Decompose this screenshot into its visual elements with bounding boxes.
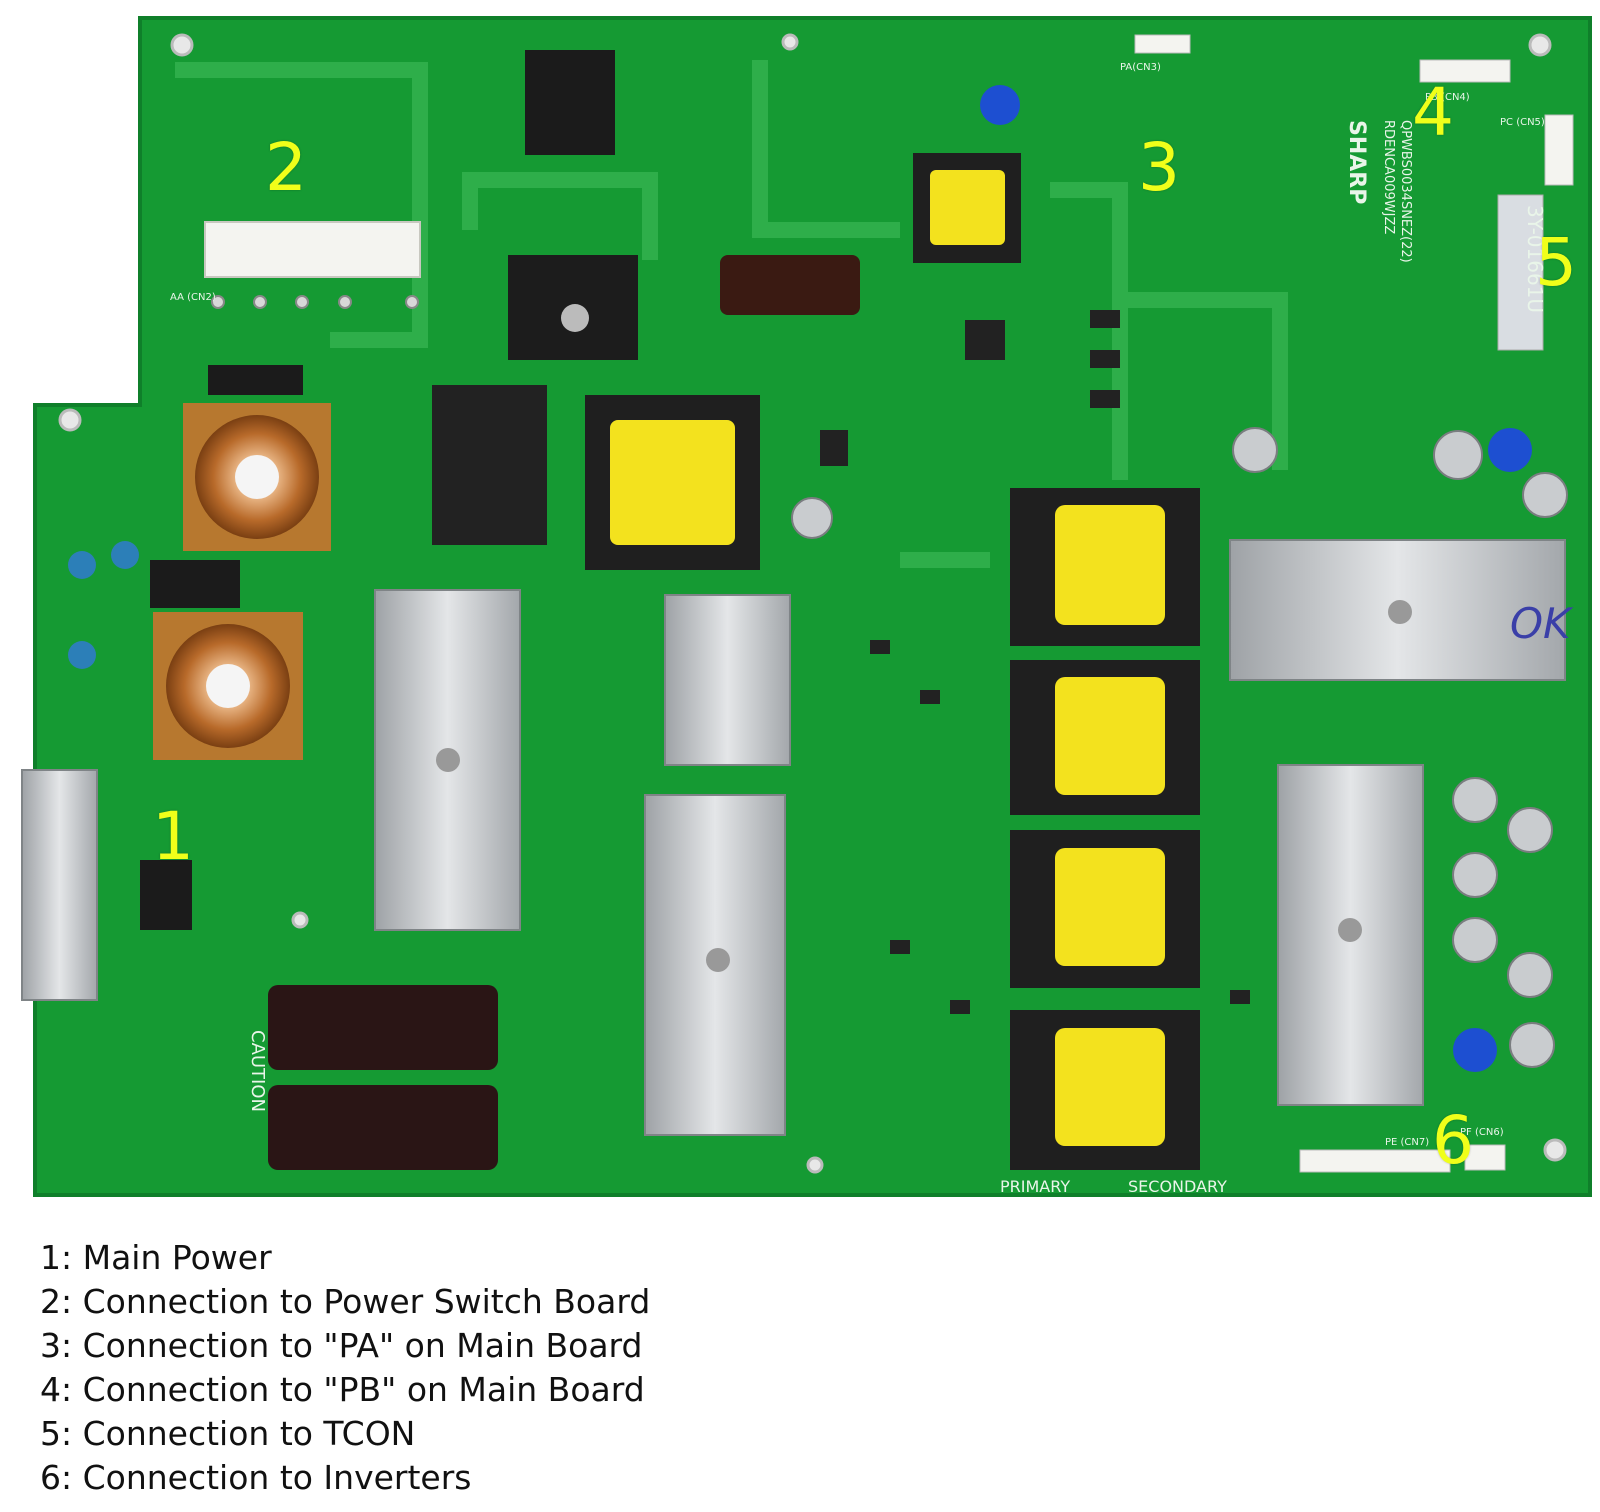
callout-1: 1: [152, 798, 194, 875]
connector-cn6: [1464, 1144, 1506, 1171]
transformer-main: [585, 395, 760, 570]
legend-item-inverters: 6: Connection to Inverters: [40, 1458, 472, 1497]
blue-capacitors: [980, 85, 1532, 1072]
connector-cn5: [1544, 114, 1574, 186]
silk-model-line1: RDENCA009WJZZ: [1381, 120, 1396, 234]
choke-l1: [153, 612, 303, 760]
legend-item-tcon: 5: Connection to TCON: [40, 1414, 416, 1453]
heatsinks: [21, 539, 1566, 1136]
silk-cn4: PB (CN4): [1425, 92, 1470, 103]
silk-brand: SHARP: [1344, 120, 1369, 204]
choke-l2: [183, 403, 331, 551]
callout-2: 2: [265, 129, 307, 206]
silk-primary: PRIMARY: [1000, 1177, 1070, 1196]
pcb-photo: 3Y-01661U PRIMARY SECONDARY SHARP RDENCA…: [21, 16, 1592, 1197]
legend-item-power-switch: 2: Connection to Power Switch Board: [40, 1282, 651, 1321]
connector-cn3: [1134, 34, 1191, 54]
silk-cn7: PE (CN7): [1385, 1137, 1429, 1148]
legend-item-pb: 4: Connection to "PB" on Main Board: [40, 1370, 645, 1409]
silk-model-line2: QPWBS0034SNEZ(22): [1398, 120, 1413, 263]
connector-cn4: [1419, 59, 1511, 83]
silk-caution: CAUTION: [247, 1030, 268, 1112]
mounting-holes: [58, 33, 1567, 1174]
marker-ok: OK: [1510, 599, 1574, 648]
silk-cn2: AA (CN2): [170, 292, 216, 303]
callout-4: 4: [1412, 74, 1454, 151]
silk-cn3: PA(CN3): [1120, 62, 1161, 73]
electrolytic-capacitors: [791, 427, 1568, 1068]
connector-cn7: [1299, 1149, 1451, 1173]
transformer-standby: [913, 153, 1021, 263]
smd-components: [820, 310, 1250, 1014]
silk-cn6: PF (CN6): [1460, 1127, 1504, 1138]
silk-secondary: SECONDARY: [1128, 1177, 1227, 1196]
relay: [525, 50, 615, 155]
connector-cn2: [204, 221, 421, 309]
legend-item-pa: 3: Connection to "PA" on Main Board: [40, 1326, 643, 1365]
part-sticker-text: 3Y-01661U: [1523, 205, 1547, 313]
bulk-capacitors: [268, 255, 860, 1170]
inverter-transformers: [1010, 488, 1200, 1170]
silk-cn5: PC (CN5): [1500, 117, 1545, 128]
legend: 1: Main Power 2: Connection to Power Swi…: [40, 1236, 650, 1500]
callout-3: 3: [1138, 129, 1180, 206]
callout-6: 6: [1432, 1102, 1474, 1179]
pcb-traces: [175, 60, 1288, 568]
callout-5: 5: [1535, 224, 1577, 301]
legend-item-main-power: 1: Main Power: [40, 1238, 272, 1277]
part-number-sticker: 3Y-01661U: [1497, 194, 1547, 351]
film-capacitor: [432, 385, 547, 545]
